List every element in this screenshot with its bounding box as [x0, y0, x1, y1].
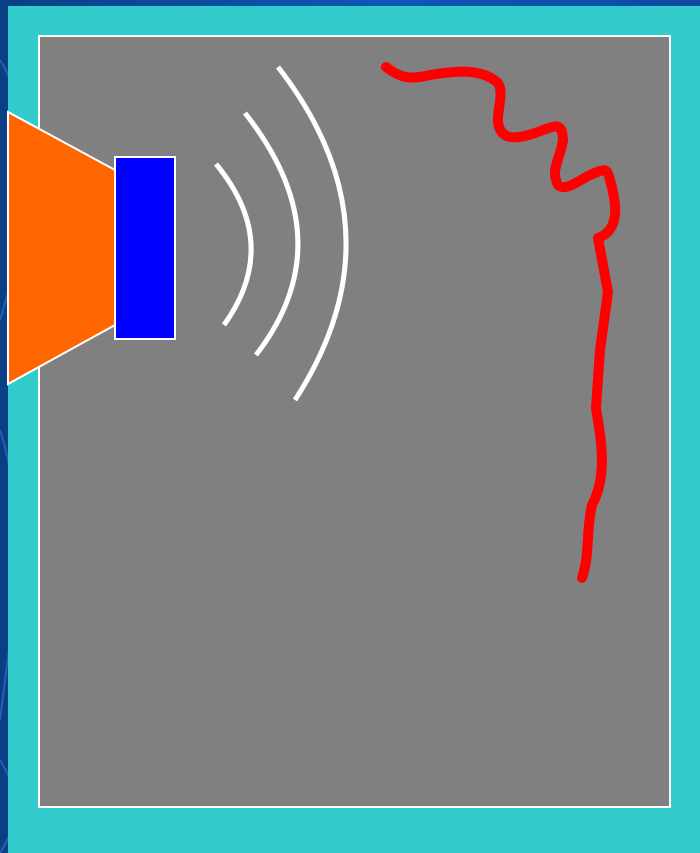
sound-wave-arc-small — [216, 164, 251, 325]
speaker-driver-shape — [115, 157, 175, 339]
red-signal-line — [386, 67, 615, 578]
sound-wave-arc-medium — [245, 113, 298, 355]
sound-wave-arc-large — [278, 67, 346, 400]
speaker-cone-shape — [8, 112, 115, 384]
